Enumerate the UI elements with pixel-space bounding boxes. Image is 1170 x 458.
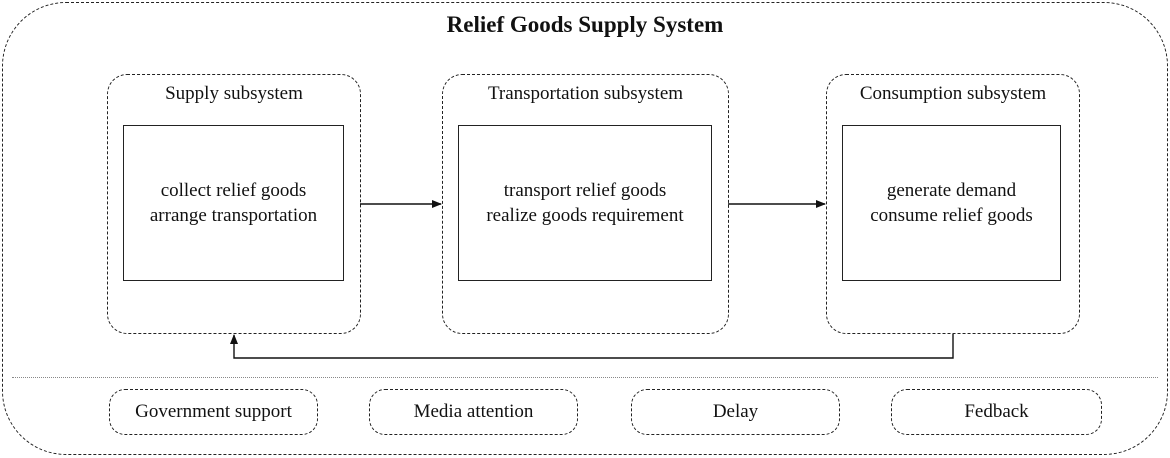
feedback-arrow	[230, 334, 954, 359]
factor-government-support: Government support	[109, 389, 318, 435]
supply-line-2: arrange transportation	[149, 205, 318, 226]
consumption-subsystem: Consumption subsystem generate demand co…	[826, 74, 1080, 334]
transportation-line-1: transport relief goods	[503, 180, 667, 201]
factor-feedback: Fedback	[891, 389, 1102, 435]
consumption-subsystem-label: Consumption subsystem	[859, 83, 1047, 104]
consumption-process-box: generate demand consume relief goods	[842, 125, 1061, 281]
consumption-line-1: generate demand	[886, 180, 1017, 201]
supply-line-1: collect relief goods	[160, 180, 307, 201]
supply-process-box: collect relief goods arrange transportat…	[123, 125, 344, 281]
transportation-line-2: realize goods requirement	[486, 205, 684, 226]
transportation-process-box: transport relief goods realize goods req…	[458, 125, 712, 281]
factor-delay: Delay	[631, 389, 840, 435]
transportation-subsystem-label: Transportation subsystem	[487, 83, 684, 104]
diagram-title: Relief Goods Supply System	[446, 12, 724, 37]
supply-subsystem-label: Supply subsystem	[165, 83, 303, 104]
transportation-subsystem: Transportation subsystem transport relie…	[442, 74, 729, 334]
supply-subsystem: Supply subsystem collect relief goods ar…	[107, 74, 361, 334]
consumption-line-2: consume relief goods	[870, 205, 1033, 226]
section-divider	[12, 377, 1158, 378]
factor-media-attention: Media attention	[369, 389, 578, 435]
